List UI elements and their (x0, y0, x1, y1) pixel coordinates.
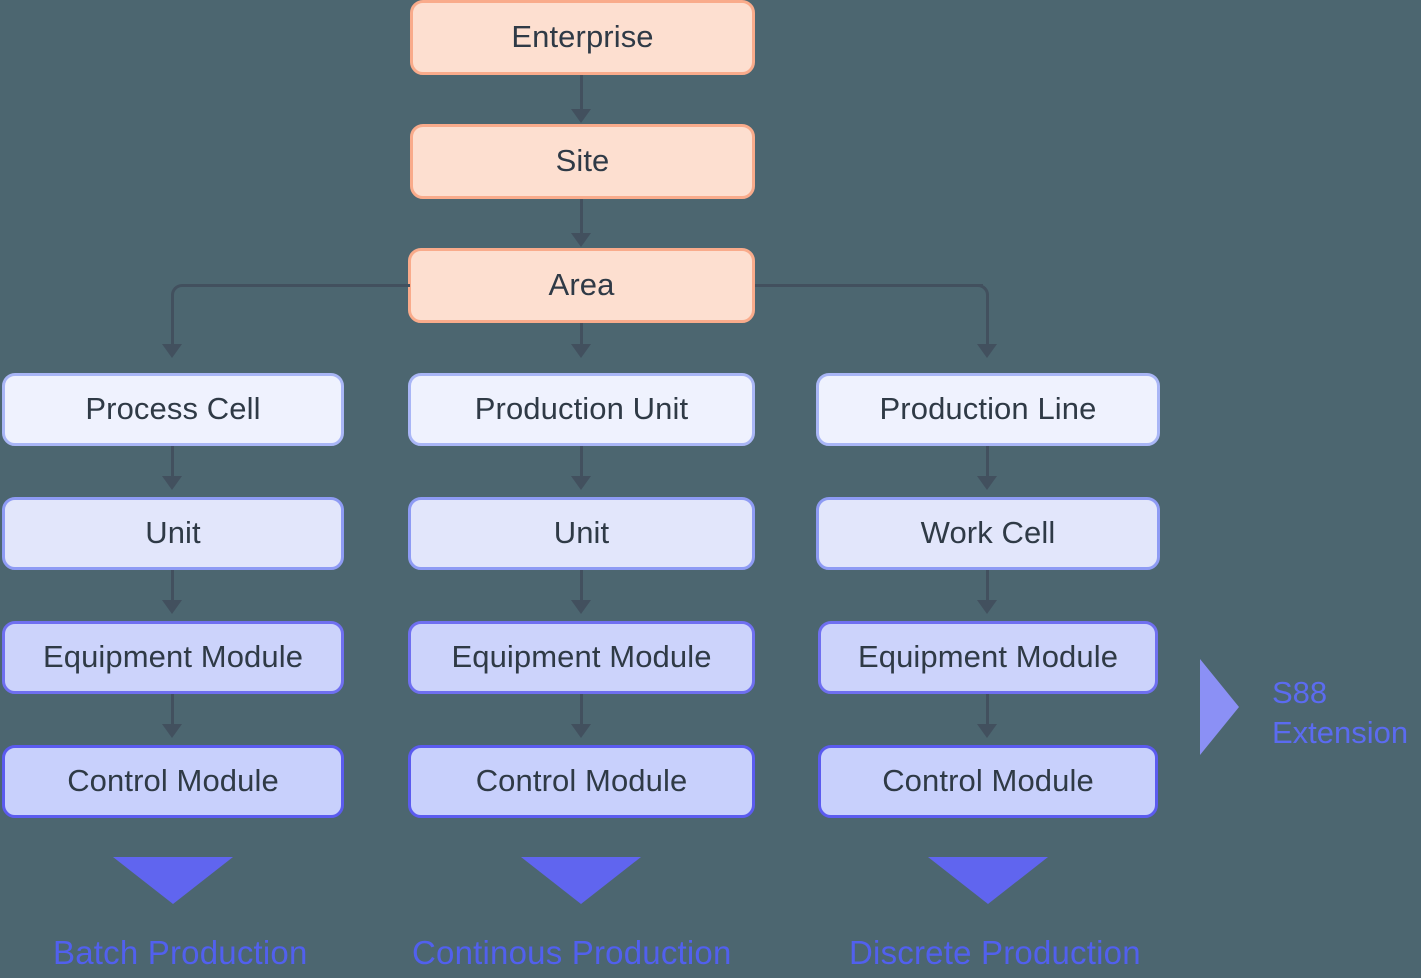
arrowhead-c3-r1-r2 (977, 476, 997, 490)
node-work-cell[interactable]: Work Cell (816, 497, 1160, 570)
node-work-cell-label: Work Cell (920, 515, 1056, 551)
node-equipment-module-continuous-label: Equipment Module (451, 639, 712, 675)
connector-enterprise-site (580, 75, 583, 111)
node-production-line[interactable]: Production Line (816, 373, 1160, 446)
connector-area-right-horizontal (755, 284, 983, 287)
node-control-module-batch-label: Control Module (67, 763, 279, 799)
arrowhead-c1-r3-r4 (162, 724, 182, 738)
node-control-module-discrete-label: Control Module (882, 763, 1094, 799)
node-production-line-label: Production Line (879, 391, 1097, 427)
node-control-module-discrete[interactable]: Control Module (818, 745, 1158, 818)
node-production-unit[interactable]: Production Unit (408, 373, 755, 446)
connector-area-left-vertical (171, 295, 174, 346)
node-process-cell-label: Process Cell (85, 391, 261, 427)
connector-c2-r3-r4 (580, 694, 583, 726)
connector-site-area (580, 199, 583, 235)
node-enterprise-label: Enterprise (511, 19, 654, 55)
caption-discrete-production: Discrete Production (849, 934, 1141, 971)
caption-continuous-production: Continous Production (412, 934, 732, 971)
s88-extension-line1: S88 (1272, 675, 1328, 710)
arrowhead-area-production-unit (571, 344, 591, 358)
arrowhead-c3-r2-r3 (977, 600, 997, 614)
arrowhead-site-area (571, 233, 591, 247)
caption-batch-production: Batch Production (53, 934, 308, 971)
connector-c3-r2-r3 (986, 570, 989, 602)
arrowhead-c2-r3-r4 (571, 724, 591, 738)
connector-c1-r1-r2 (171, 446, 174, 478)
node-area-label: Area (548, 267, 615, 303)
node-unit-batch[interactable]: Unit (2, 497, 344, 570)
node-production-unit-label: Production Unit (474, 391, 689, 427)
connector-area-right-vertical (986, 295, 989, 346)
connector-c1-r3-r4 (171, 694, 174, 726)
node-control-module-continuous[interactable]: Control Module (408, 745, 755, 818)
arrowhead-c2-r2-r3 (571, 600, 591, 614)
outcome-arrow-continuous (521, 857, 641, 904)
s88-extension-label: S88 Extension (1272, 673, 1408, 752)
s88-extension-line2: Extension (1272, 714, 1409, 750)
node-control-module-continuous-label: Control Module (475, 763, 688, 799)
arrowhead-c2-r1-r2 (571, 476, 591, 490)
outcome-arrow-batch (113, 857, 233, 904)
arrowhead-c1-r2-r3 (162, 600, 182, 614)
outcome-arrow-discrete (928, 857, 1048, 904)
arrowhead-area-production-line (977, 344, 997, 358)
arrowhead-c3-r3-r4 (977, 724, 997, 738)
connector-area-center-vertical (580, 323, 583, 346)
node-site[interactable]: Site (410, 124, 755, 199)
node-area[interactable]: Area (408, 248, 755, 323)
node-equipment-module-batch-label: Equipment Module (42, 639, 304, 675)
node-equipment-module-discrete-label: Equipment Module (857, 639, 1119, 675)
connector-c2-r2-r3 (580, 570, 583, 602)
arrowhead-enterprise-site (571, 109, 591, 123)
s88-extension-arrow-icon (1200, 659, 1239, 755)
node-enterprise[interactable]: Enterprise (410, 0, 755, 75)
node-unit-continuous-label: Unit (553, 515, 610, 551)
node-control-module-batch[interactable]: Control Module (2, 745, 344, 818)
connector-c3-r1-r2 (986, 446, 989, 478)
connector-c3-r3-r4 (986, 694, 989, 726)
node-unit-batch-label: Unit (145, 515, 201, 551)
connector-c2-r1-r2 (580, 446, 583, 478)
node-equipment-module-continuous[interactable]: Equipment Module (408, 621, 755, 694)
node-process-cell[interactable]: Process Cell (2, 373, 344, 446)
node-equipment-module-batch[interactable]: Equipment Module (2, 621, 344, 694)
arrowhead-c1-r1-r2 (162, 476, 182, 490)
connector-area-left-horizontal (182, 284, 410, 287)
connector-c1-r2-r3 (171, 570, 174, 602)
arrowhead-area-process-cell (162, 344, 182, 358)
node-unit-continuous[interactable]: Unit (408, 497, 755, 570)
node-site-label: Site (555, 143, 610, 179)
node-equipment-module-discrete[interactable]: Equipment Module (818, 621, 1158, 694)
